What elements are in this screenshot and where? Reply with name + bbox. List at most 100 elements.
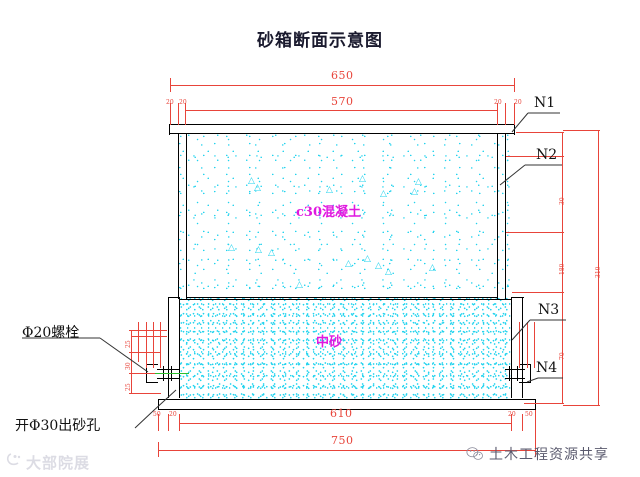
dim-610-ext-right [511,414,512,431]
lower-right-wall-cap [511,297,524,299]
left-wall-inner [186,134,188,299]
top-plate-outline-bottom [169,133,515,135]
right-bolt-head-top [519,364,531,366]
left-bolt-head-bottom [146,382,158,384]
aggregate-triangle: △ [255,245,262,255]
dim-570-ext-left [185,103,186,125]
watermark-left-text: 大部院展 [26,454,91,472]
right-wall-outer [505,134,507,299]
aggregate-triangle: △ [296,280,303,290]
dim-top-left-b-text: 20 [179,99,187,106]
left-bolt-shank-top [157,369,179,371]
dim-right-overall-line [598,130,599,406]
callout-bolt-label: Φ20螺栓 [22,325,80,341]
dim-650-line [170,85,515,86]
lower-right-wall-inner [511,297,513,398]
dim-610-line [179,423,512,424]
aggregate-triangle: △ [248,176,255,186]
aggregate-triangle: △ [326,185,333,195]
dim-right-tick-2 [506,156,564,157]
top-plate-edge-left [169,124,171,135]
bottom-plate-bottom [158,409,536,411]
callout-n1-label: N1 [534,95,556,111]
brand-logo-icon [6,453,21,466]
dim-750-line [158,450,536,451]
dim-570-line [185,110,498,111]
dim-bolt-ext-d [160,322,161,368]
dim-bolt-ext-c [153,322,154,368]
concrete-hatch-region [178,133,514,297]
sand-material-label: 中砂 [316,335,343,350]
dim-right-overall-tick-bottom [563,405,600,406]
aggregate-triangle: △ [254,183,261,193]
dim-right-overall-tick-top [563,130,600,131]
aggregate-triangle: △ [364,254,371,264]
dim-bolt-ext-b [146,322,147,368]
dim-750-ext-right [535,410,536,457]
callout-n3-label: N3 [538,302,560,318]
right-bolt-head-outline [530,364,532,383]
dim-570-ext-right [497,103,498,125]
dim-610-text: 610 [330,407,353,420]
dim-left-tick-3 [129,373,155,374]
mid-divider-line [187,297,498,299]
aggregate-triangle: △ [359,174,366,184]
dim-top-right-ext-a [505,103,506,125]
left-bolt-shank-bottom [157,378,179,380]
aggregate-triangle: △ [345,259,352,269]
dim-bottom-left-b-text: 20 [169,411,177,418]
dim-570-text: 570 [331,95,354,108]
right-bolt-nut-right [517,366,519,381]
dim-bottom-left-ext-a [158,414,159,431]
aggregate-triangle: △ [268,248,275,258]
bottom-plate-edge-right [535,399,537,410]
right-bolt-head-bottom [519,382,531,384]
dim-bottom-right-ext-a [522,414,523,431]
dim-750-text: 750 [331,434,354,447]
dim-750-ext-left [158,442,159,457]
page-title: 砂箱断面示意图 [257,31,383,51]
right-bolt-shank-top [505,369,525,371]
dim-right-tick-4 [512,292,564,293]
dim-right-tick-3 [506,232,564,233]
dim-650-ext-left [170,78,171,92]
aggregate-triangle: △ [385,267,392,277]
callout-sand-hole-label: 开Φ30出砂孔 [15,418,101,434]
dim-top-right-ext-b [514,103,515,125]
left-bolt-head-top [146,364,158,366]
lower-left-wall-inner [179,297,181,398]
dim-right-bolt-ext-c [534,322,535,368]
dim-bottom-right-a-text: 20 [508,411,516,418]
dim-bottom-left-ext-b [168,414,169,431]
dim-bolt-top-line [132,330,167,331]
aggregate-triangle: △ [411,187,418,197]
top-plate-outline-top [169,124,515,126]
dim-650-text: 650 [331,69,354,82]
dim-right-tick-1 [516,132,564,133]
dim-left-tick-2 [129,352,161,353]
dim-bottom-right-b-text: 50 [525,411,533,418]
dim-top-right-b-text: 20 [514,99,522,106]
dim-top-left-ext-a [170,103,171,125]
wechat-icon [466,447,483,460]
dim-left-tick-4 [129,393,161,394]
dim-right-chain-line [562,132,563,404]
dim-right-bolt-ext-a [519,322,520,368]
sand-hatch-region [180,297,512,399]
lower-left-wall-cap [168,297,180,299]
concrete-material-label: c30混凝土 [296,205,362,220]
dim-610-ext-left [179,414,180,431]
dim-bolt-top-line-2 [132,336,167,337]
aggregate-triangle: △ [380,189,387,199]
left-wall-outer [178,134,180,299]
dim-right-tick-5 [524,403,564,404]
dim-left-chain-line [131,330,132,394]
watermark-right-text: 土木工程资源共享 [489,447,609,463]
dim-top-left-ext-b [178,103,179,125]
aggregate-triangle: △ [429,263,436,273]
aggregate-triangle: △ [228,243,235,253]
dim-top-left-a-text: 20 [166,99,174,106]
dim-right-bolt-ext-b [527,322,528,368]
